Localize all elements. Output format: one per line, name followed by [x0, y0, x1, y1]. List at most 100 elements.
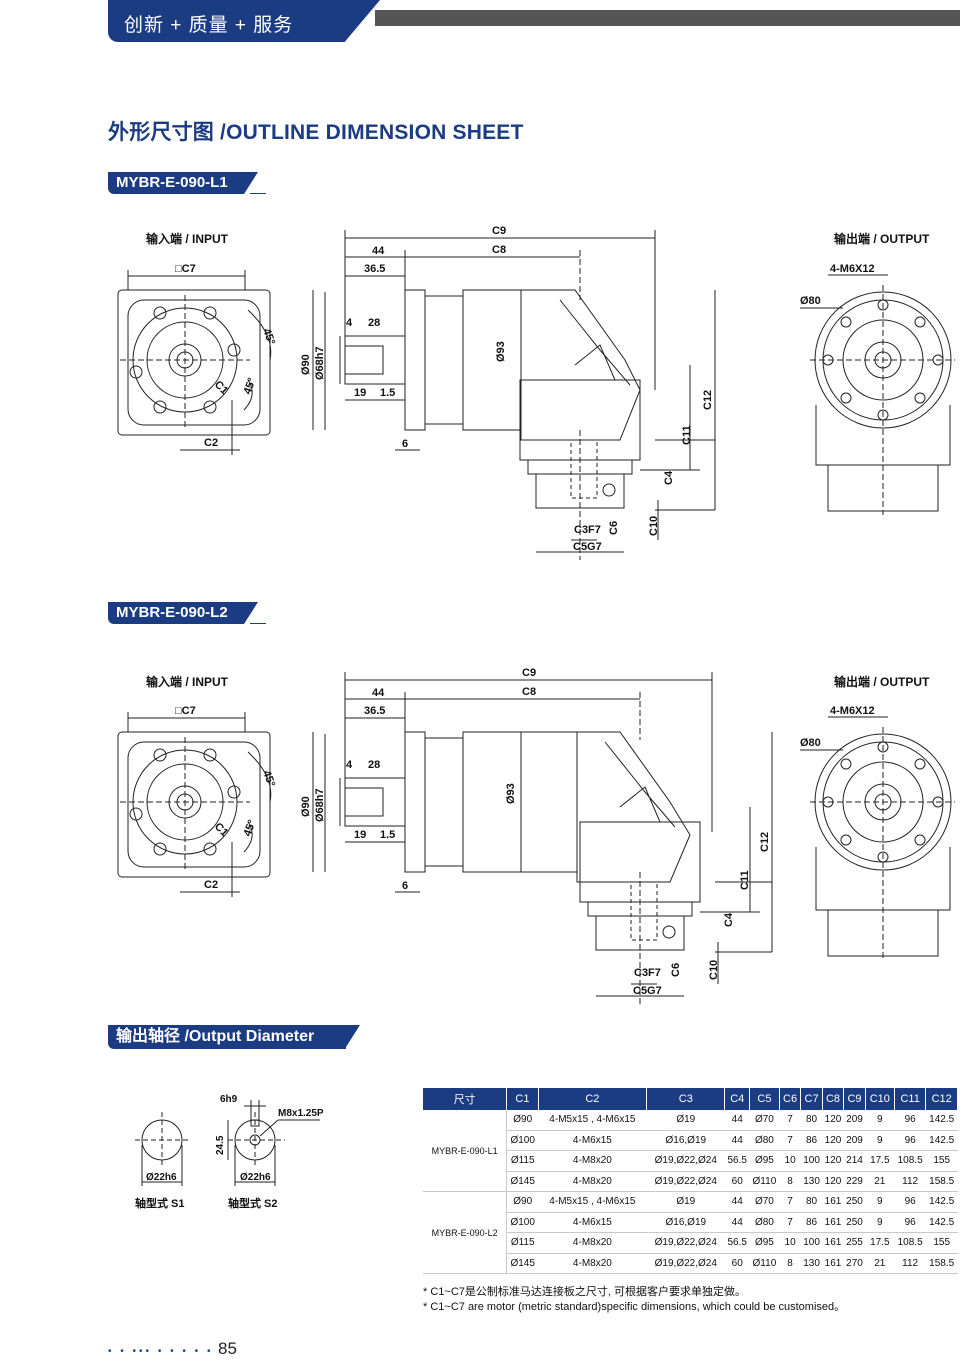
table-cell: 8 — [779, 1253, 801, 1274]
table-cell: 80 — [800, 1191, 823, 1213]
dim-36-5: 36.5 — [364, 263, 385, 275]
table-cell: 4-M8x20 — [538, 1150, 647, 1172]
page-number: 85 — [218, 1339, 237, 1358]
table-cell: 4-M8x20 — [538, 1253, 647, 1274]
table-cell: 161 — [822, 1191, 844, 1213]
table-cell: 130 — [800, 1171, 823, 1192]
output-label: 输出端 / OUTPUT — [834, 675, 930, 689]
dim-c5: C5G7 — [633, 985, 662, 997]
table-cell: Ø95 — [749, 1232, 780, 1254]
table-header-cell: C9 — [843, 1088, 866, 1110]
table-cell: 142.5 — [925, 1110, 958, 1131]
dim-1-5: 1.5 — [380, 829, 395, 841]
model-badge-l1: MYBR-E-090-L1 — [108, 172, 258, 194]
table-header-cell: C4 — [724, 1088, 750, 1110]
header-tag — [108, 0, 380, 42]
table-cell: Ø16,Ø19 — [646, 1212, 725, 1233]
dim-c3: C3F7 — [574, 524, 601, 536]
table-header-cell: C11 — [894, 1088, 927, 1110]
dim-dia90: Ø90 — [300, 354, 312, 375]
dim-c4: C4 — [663, 470, 675, 485]
table-cell: 44 — [724, 1110, 750, 1131]
dim-dia68: Ø68h7 — [314, 788, 326, 822]
table-cell: 250 — [843, 1191, 866, 1213]
dim-c5: C5G7 — [573, 541, 602, 553]
table-cell: 9 — [865, 1110, 895, 1131]
dim-dia80: Ø80 — [800, 295, 821, 307]
table-header-cell: 尺寸 — [423, 1088, 508, 1110]
table-cell: 270 — [843, 1253, 866, 1274]
note-cn: * C1~C7是公制标准马达连接板之尺寸, 可根据客户要求单独定做。 — [423, 1286, 746, 1298]
table-cell: 10 — [779, 1150, 801, 1172]
table-cell: 56.5 — [724, 1150, 750, 1172]
table-cell: 60 — [724, 1253, 750, 1274]
table-cell: Ø110 — [749, 1253, 780, 1274]
table-cell: 4-M5x15 , 4-M6x15 — [538, 1110, 647, 1131]
table-cell: 86 — [800, 1130, 823, 1151]
table-cell: Ø19,Ø22,Ø24 — [646, 1232, 725, 1254]
dim-45: 45° — [242, 818, 259, 838]
dim-c11: C11 — [739, 870, 751, 890]
badge-line — [250, 623, 266, 624]
dim-28: 28 — [368, 759, 380, 771]
s2-thread: M8x1.25P — [278, 1108, 324, 1119]
shaft-drawings: Ø22h6 Ø22h6 6h9 24.5 M8x1.25P 轴型式 S1 轴型式… — [135, 1094, 324, 1210]
table-cell: 44 — [724, 1191, 750, 1213]
dim-45: 45° — [260, 327, 277, 347]
dim-dia93: Ø93 — [505, 783, 517, 804]
dim-6: 6 — [402, 880, 408, 892]
table-cell: 10 — [779, 1232, 801, 1254]
table-cell: 96 — [894, 1212, 926, 1233]
table-cell: 96 — [894, 1191, 926, 1213]
dim-c6: C6 — [608, 521, 620, 535]
table-cell: 4-M6x15 — [538, 1212, 647, 1233]
table-cell: 130 — [800, 1253, 823, 1274]
table-cell: 9 — [865, 1130, 895, 1151]
table-cell: 120 — [822, 1130, 844, 1151]
table-header-cell: C5 — [749, 1088, 780, 1110]
table-cell: 44 — [724, 1212, 750, 1233]
table-cell: Ø80 — [749, 1130, 780, 1151]
table-cell: Ø100 — [506, 1130, 539, 1151]
dim-c7: □C7 — [175, 705, 196, 717]
table-cell: 17.5 — [865, 1150, 895, 1172]
s1-diameter: Ø22h6 — [146, 1172, 177, 1183]
table-header-cell: C2 — [538, 1088, 648, 1110]
table-header-cell: C1 — [506, 1088, 539, 1110]
note-en: * C1~C7 are motor (metric standard)speci… — [423, 1301, 846, 1313]
dim-19: 19 — [354, 387, 366, 399]
header-slogan: 创新 + 质量 + 服务 — [124, 15, 294, 36]
table-header-cell: C12 — [925, 1088, 958, 1110]
dim-28: 28 — [368, 317, 380, 329]
dim-1-5: 1.5 — [380, 387, 395, 399]
dim-c10: C10 — [648, 516, 660, 536]
dim-c1: C1 — [212, 379, 230, 397]
table-cell: 209 — [843, 1110, 866, 1131]
table-header-cell: C6 — [779, 1088, 802, 1110]
dim-c4: C4 — [723, 912, 735, 927]
s2-height: 24.5 — [215, 1135, 226, 1155]
dim-dia68: Ø68h7 — [314, 346, 326, 380]
dim-c2: C2 — [204, 879, 218, 891]
table-cell: Ø145 — [506, 1253, 539, 1274]
table-cell: Ø16,Ø19 — [646, 1130, 725, 1151]
dim-6: 6 — [402, 438, 408, 450]
table-cell: 9 — [865, 1212, 895, 1233]
dim-4: 4 — [346, 759, 353, 771]
table-cell: 112 — [894, 1171, 926, 1192]
dim-c9: C9 — [522, 667, 536, 679]
input-label: 输入端 / INPUT — [146, 232, 229, 246]
table-cell: Ø90 — [506, 1191, 539, 1213]
table-cell: 100 — [800, 1150, 823, 1172]
dim-dia80: Ø80 — [800, 737, 821, 749]
dim-c12: C12 — [759, 832, 771, 852]
table-cell: 255 — [843, 1232, 866, 1254]
table-cell: Ø110 — [749, 1171, 780, 1192]
dim-dia93: Ø93 — [495, 341, 507, 362]
